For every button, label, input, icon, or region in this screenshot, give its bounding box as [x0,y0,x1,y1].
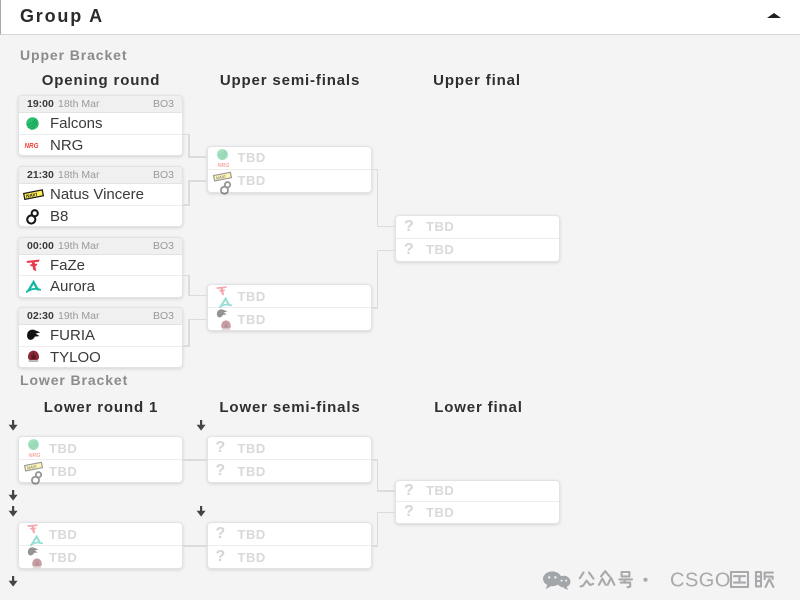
svg-text:CSGO: CSGO [670,570,731,592]
